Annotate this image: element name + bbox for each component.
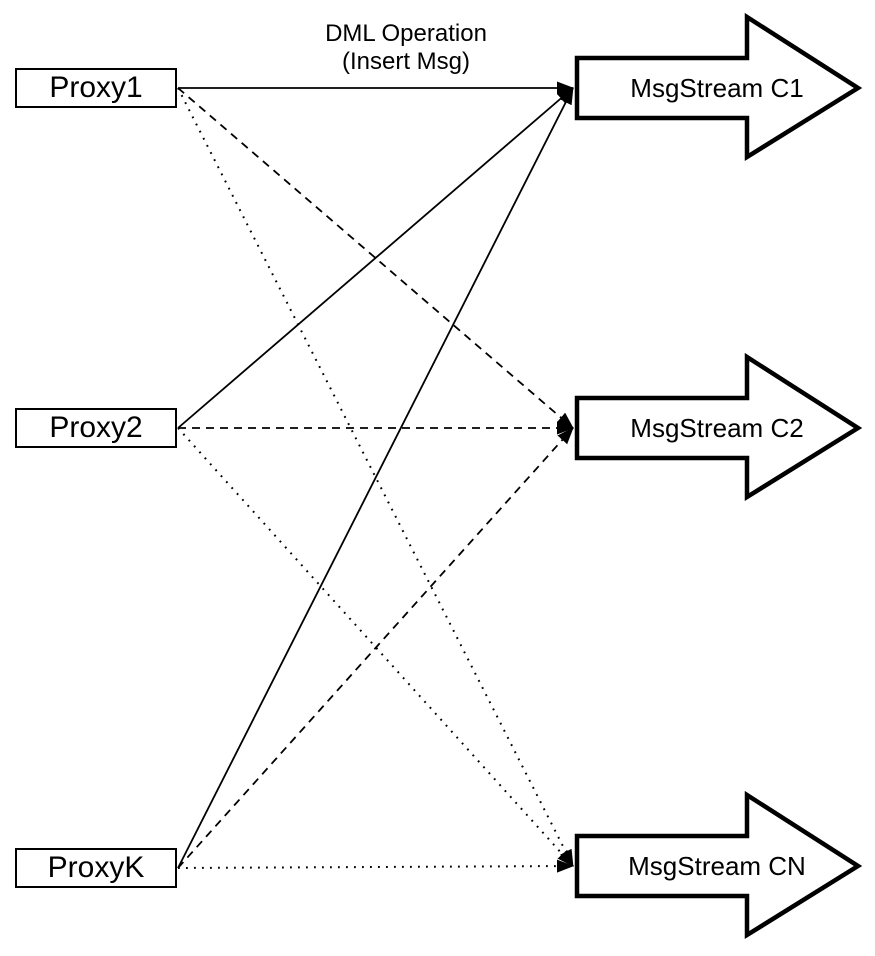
- proxyk-label: ProxyK: [47, 851, 145, 884]
- msgstream-c1-node: MsgStream C1: [574, 12, 863, 162]
- msgstream-c2-shape: [574, 352, 863, 502]
- dml-operation-line2: (Insert Msg): [341, 48, 470, 75]
- edge-proxy1-c2: [177, 87, 574, 429]
- edge-proxy1-cn: [177, 87, 574, 867]
- proxy2-label: Proxy2: [49, 411, 143, 444]
- msgstream-cn-node: MsgStream CN: [574, 790, 863, 940]
- proxy1-node: Proxy1: [15, 68, 177, 108]
- msgstream-cn-shape: [574, 790, 863, 940]
- msgstream-c1-label: MsgStream C1: [630, 73, 803, 103]
- msgstream-c2-label: MsgStream C2: [630, 413, 803, 443]
- dml-operation-line1: DML Operation: [325, 20, 487, 47]
- proxy2-node: Proxy2: [15, 408, 177, 448]
- edge-proxy2-c1: [177, 87, 574, 429]
- edge-proxyk-cn: [177, 859, 574, 873]
- msgstream-cn-label: MsgStream CN: [628, 851, 806, 881]
- proxyk-node: ProxyK: [15, 848, 177, 888]
- dml-operation-label: DML Operation (Insert Msg): [281, 20, 531, 76]
- msgstream-c1-shape: [574, 12, 863, 162]
- msgstream-c2-node: MsgStream C2: [574, 352, 863, 502]
- edge-layer: [177, 81, 574, 873]
- edge-proxyk-c2: [177, 427, 574, 869]
- proxy1-label: Proxy1: [49, 71, 143, 104]
- edge-proxyk-c1: [177, 87, 574, 869]
